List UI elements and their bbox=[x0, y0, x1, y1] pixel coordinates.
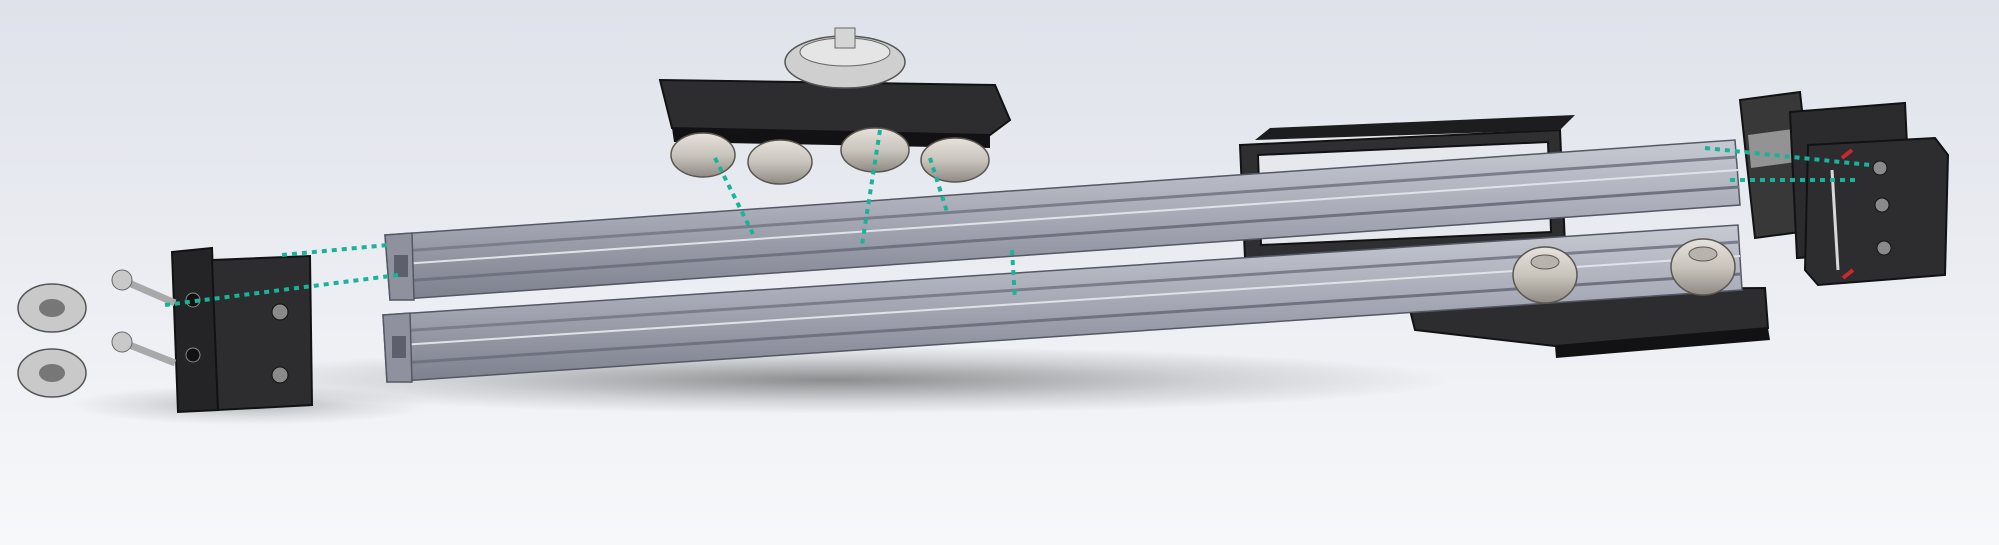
motor-mount-plate bbox=[1803, 136, 1950, 287]
carriage-plate bbox=[658, 27, 1012, 148]
v-wheel bbox=[920, 137, 990, 183]
m5-bolt bbox=[111, 331, 177, 367]
v-wheel bbox=[670, 132, 736, 178]
aluminium-extrusion bbox=[384, 139, 1741, 301]
guide-lines bbox=[164, 129, 1871, 307]
gt2-pulley bbox=[17, 348, 87, 398]
v-wheel bbox=[747, 139, 813, 185]
m5-bolt bbox=[111, 269, 177, 307]
v-wheel bbox=[1512, 246, 1578, 304]
gt2-pulley bbox=[17, 283, 87, 333]
v-wheel bbox=[1670, 238, 1736, 296]
idler-end-bracket bbox=[170, 246, 314, 414]
